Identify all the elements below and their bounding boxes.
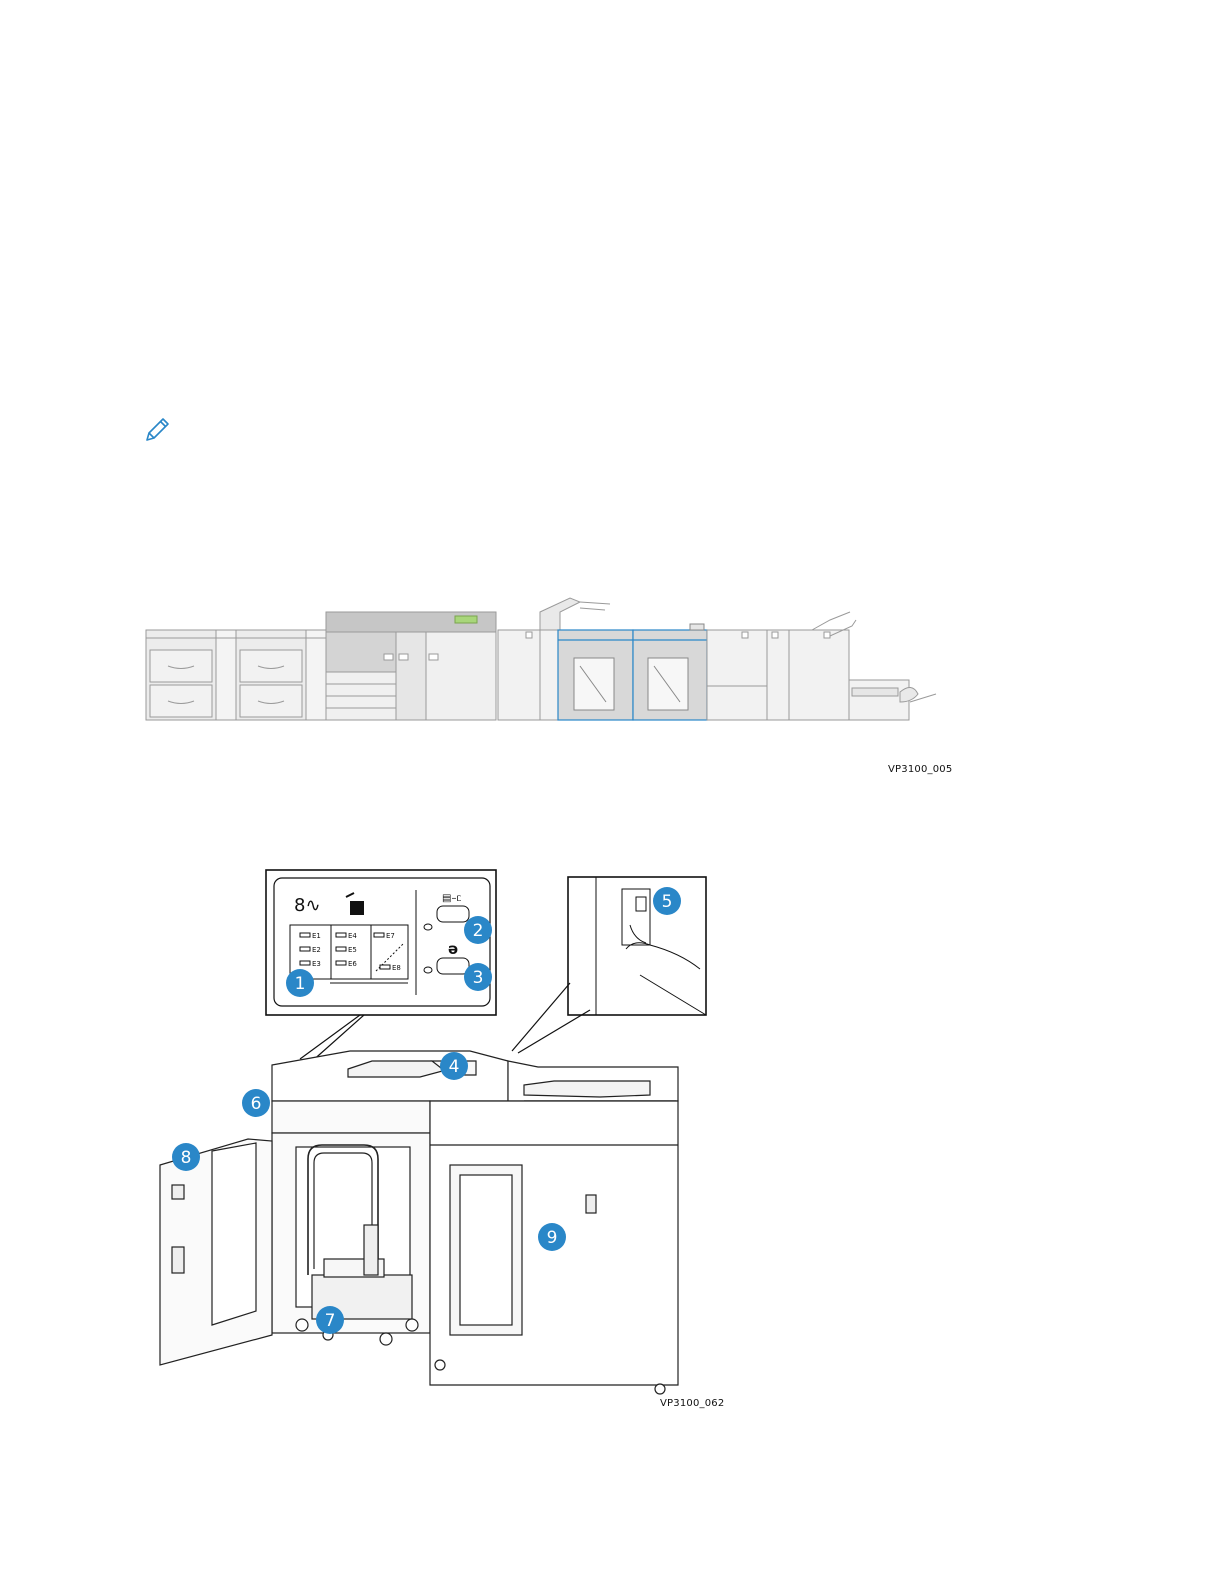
panel-label-e6: E6 <box>348 960 357 968</box>
stacker-detail-illustration: 8∿ E1 E2 E3 E4 E5 E6 E7 E8 <box>150 865 720 1400</box>
callout-badge-8: 8 <box>172 1143 200 1171</box>
note-pencil-icon <box>143 414 173 444</box>
svg-text:ə: ə <box>448 940 458 958</box>
svg-text:5: 5 <box>662 892 673 912</box>
figure-id-system-overview: VP3100_005 <box>888 764 952 775</box>
figure-id-stacker-detail: VP3100_062 <box>660 1398 724 1409</box>
svg-text:7: 7 <box>325 1311 336 1331</box>
callout-badge-1: 1 <box>286 969 314 997</box>
panel-label-e2: E2 <box>312 946 321 954</box>
svg-text:1: 1 <box>295 974 306 994</box>
panel-label-e5: E5 <box>348 946 357 954</box>
panel-label-e3: E3 <box>312 960 321 968</box>
callout-badge-2: 2 <box>464 916 492 944</box>
panel-label-e1: E1 <box>312 932 321 940</box>
panel-label-e7: E7 <box>386 932 395 940</box>
svg-text:3: 3 <box>473 968 484 988</box>
svg-text:▤–ᥴ: ▤–ᥴ <box>442 893 461 904</box>
callout-badge-9: 9 <box>538 1223 566 1251</box>
callout-badge-7: 7 <box>316 1306 344 1334</box>
callout-badge-6: 6 <box>242 1089 270 1117</box>
power-switch-inset <box>568 877 706 1015</box>
svg-text:8: 8 <box>181 1148 192 1168</box>
svg-text:8∿: 8∿ <box>294 895 321 916</box>
stacker-unit <box>160 1051 678 1394</box>
svg-text:4: 4 <box>449 1057 460 1077</box>
callout-badge-4: 4 <box>440 1052 468 1080</box>
panel-label-e8: E8 <box>392 964 401 972</box>
svg-text:6: 6 <box>251 1094 262 1114</box>
svg-text:2: 2 <box>473 921 484 941</box>
callout-badge-5: 5 <box>653 887 681 915</box>
callout-badge-3: 3 <box>464 963 492 991</box>
panel-label-e4: E4 <box>348 932 357 940</box>
svg-text:9: 9 <box>547 1228 558 1248</box>
system-overview-illustration <box>140 590 950 730</box>
